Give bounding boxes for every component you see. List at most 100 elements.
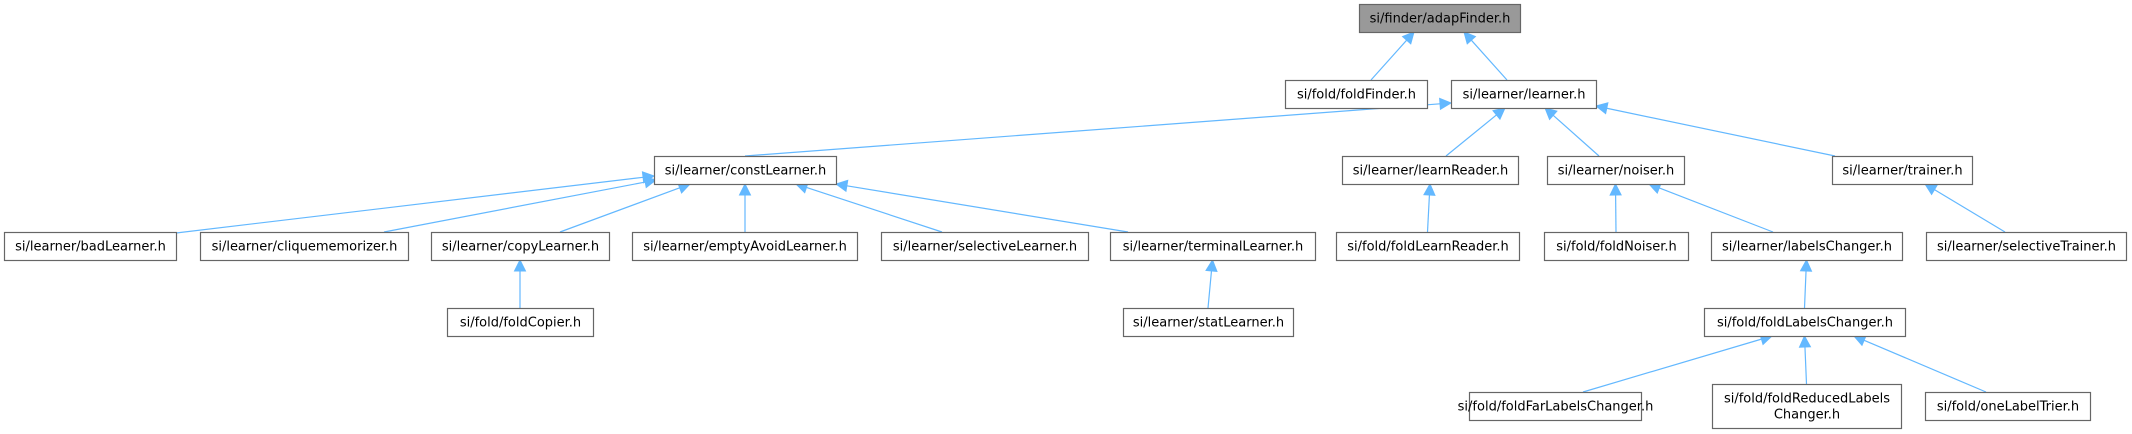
node-box[interactable] [430, 231, 611, 262]
node-box[interactable] [1925, 231, 2128, 262]
node-label: si/learner/constLearner.h [665, 164, 826, 179]
node-foldLearnReader[interactable]: si/fold/foldLearnReader.h [1335, 231, 1521, 262]
node-label: si/fold/foldFarLabelsChanger.h [1458, 400, 1654, 415]
nodes-layer: si/finder/adapFinder.h si/fold/foldFinder… [3, 3, 2128, 430]
node-box[interactable] [1831, 155, 1974, 186]
node-box[interactable] [1122, 307, 1295, 338]
arrowhead-icon [1798, 334, 1812, 348]
node-box[interactable] [880, 231, 1090, 262]
arrowhead-icon [1205, 258, 1218, 273]
arrowhead-icon [1594, 102, 1609, 115]
node-label: si/fold/foldLabelsChanger.h [1717, 316, 1893, 331]
edge-foldLabelsChanger-to-labelsChanger [1799, 258, 1813, 309]
node-label: si/learner/cliquememorizer.h [212, 240, 398, 255]
node-label: Changer.h [1774, 408, 1840, 423]
node-box[interactable] [1924, 391, 2092, 422]
node-label: si/finder/adapFinder.h [1370, 12, 1511, 27]
node-noiser[interactable]: si/learner/noiser.h [1546, 155, 1686, 186]
arrowhead-icon [643, 175, 658, 189]
node-label: si/fold/oneLabelTrier.h [1937, 400, 2079, 415]
node-box[interactable] [1543, 231, 1690, 262]
edge-foldFinder-to-adapFinder [1370, 31, 1415, 81]
node-statLearner[interactable]: si/learner/statLearner.h [1122, 307, 1295, 338]
node-box[interactable] [446, 307, 595, 338]
node-label: si/learner/labelsChanger.h [1722, 240, 1892, 255]
arrowhead-icon [513, 258, 527, 272]
node-adapFinder[interactable]: si/finder/adapFinder.h [1358, 3, 1522, 34]
node-box[interactable] [1710, 231, 1904, 262]
node-label: si/learner/statLearner.h [1133, 316, 1284, 331]
edge-oneLabelTrier-to-foldLabelsChanger [1852, 334, 1987, 393]
node-foldFarLabelsChanger[interactable]: si/fold/foldFarLabelsChanger.h [1458, 391, 1654, 422]
node-box[interactable] [1335, 231, 1521, 262]
node-learnReader[interactable]: si/learner/learnReader.h [1341, 155, 1520, 186]
edge-selectiveTrainer-to-trainer [1924, 183, 2006, 233]
node-foldCopier[interactable]: si/fold/foldCopier.h [446, 307, 595, 338]
edge-line [1470, 39, 1508, 81]
node-foldLabelsChanger[interactable]: si/fold/foldLabelsChanger.h [1703, 307, 1907, 338]
edge-noiser-to-learner [1544, 107, 1600, 157]
edge-statLearner-to-terminalLearner [1205, 258, 1218, 309]
node-box[interactable] [1341, 155, 1520, 186]
node-emptyAvoidLearner[interactable]: si/learner/emptyAvoidLearner.h [631, 231, 859, 262]
node-box[interactable] [1358, 3, 1522, 34]
edge-line [1582, 338, 1762, 393]
edge-line [1426, 194, 1431, 233]
node-box[interactable] [1703, 307, 1907, 338]
node-selectiveTrainer[interactable]: si/learner/selectiveTrainer.h [1925, 231, 2128, 262]
node-label: si/learner/learner.h [1463, 88, 1586, 103]
edge-line [1606, 107, 1836, 157]
node-badLearner[interactable]: si/learner/badLearner.h [3, 231, 178, 262]
edge-line [744, 103, 1441, 157]
node-labelsChanger[interactable]: si/learner/labelsChanger.h [1710, 231, 1904, 262]
node-box[interactable] [1711, 383, 1903, 430]
edge-line [1803, 270, 1807, 309]
node-oneLabelTrier[interactable]: si/fold/oneLabelTrier.h [1924, 391, 2092, 422]
edge-labelsChanger-to-noiser [1647, 182, 1774, 233]
edge-line [846, 185, 1129, 233]
node-label: si/fold/foldFinder.h [1297, 88, 1416, 103]
node-label: si/learner/trainer.h [1842, 164, 1962, 179]
node-box[interactable] [653, 155, 838, 186]
node-box[interactable] [3, 231, 178, 262]
node-foldNoiser[interactable]: si/fold/foldNoiser.h [1543, 231, 1690, 262]
node-box[interactable] [631, 231, 859, 262]
arrowhead-icon [1799, 258, 1813, 272]
node-box[interactable] [1284, 79, 1429, 110]
node-foldFinder[interactable]: si/fold/foldFinder.h [1284, 79, 1429, 110]
node-copyLearner[interactable]: si/learner/copyLearner.h [430, 231, 611, 262]
node-label: si/fold/foldReducedLabels [1724, 392, 1890, 407]
edges-layer [175, 31, 2006, 393]
node-box[interactable] [1109, 231, 1317, 262]
node-label: si/learner/noiser.h [1558, 164, 1675, 179]
edge-line [1370, 39, 1408, 81]
node-cliquememorizer[interactable]: si/learner/cliquememorizer.h [199, 231, 410, 262]
node-trainer[interactable]: si/learner/trainer.h [1831, 155, 1974, 186]
node-label: si/fold/foldCopier.h [460, 316, 581, 331]
arrowhead-icon [1924, 183, 1939, 196]
arrowhead-icon [738, 182, 752, 196]
node-label: si/learner/learnReader.h [1353, 164, 1509, 179]
node-box[interactable] [1450, 79, 1598, 110]
node-label: si/fold/foldLearnReader.h [1347, 240, 1508, 255]
node-label: si/learner/selectiveLearner.h [893, 240, 1077, 255]
arrowhead-icon [1463, 31, 1477, 45]
node-learner[interactable]: si/learner/learner.h [1450, 79, 1598, 110]
node-label: si/learner/terminalLearner.h [1123, 240, 1304, 255]
edge-learner-to-adapFinder [1463, 31, 1508, 81]
node-label: si/learner/badLearner.h [15, 240, 166, 255]
edge-line [1804, 346, 1808, 385]
node-box[interactable] [199, 231, 410, 262]
node-box[interactable] [1468, 391, 1643, 422]
node-label: si/learner/selectiveTrainer.h [1937, 240, 2116, 255]
node-selectiveLearner[interactable]: si/learner/selectiveLearner.h [880, 231, 1090, 262]
node-label: si/learner/copyLearner.h [442, 240, 599, 255]
edge-foldFarLabelsChanger-to-foldLabelsChanger [1582, 333, 1774, 393]
edge-foldLearnReader-to-learnReader [1423, 182, 1436, 233]
node-label: si/fold/foldNoiser.h [1556, 240, 1677, 255]
node-constLearner[interactable]: si/learner/constLearner.h [653, 155, 838, 186]
node-box[interactable] [1546, 155, 1686, 186]
node-terminalLearner[interactable]: si/learner/terminalLearner.h [1109, 231, 1317, 262]
edge-line [1207, 270, 1213, 309]
